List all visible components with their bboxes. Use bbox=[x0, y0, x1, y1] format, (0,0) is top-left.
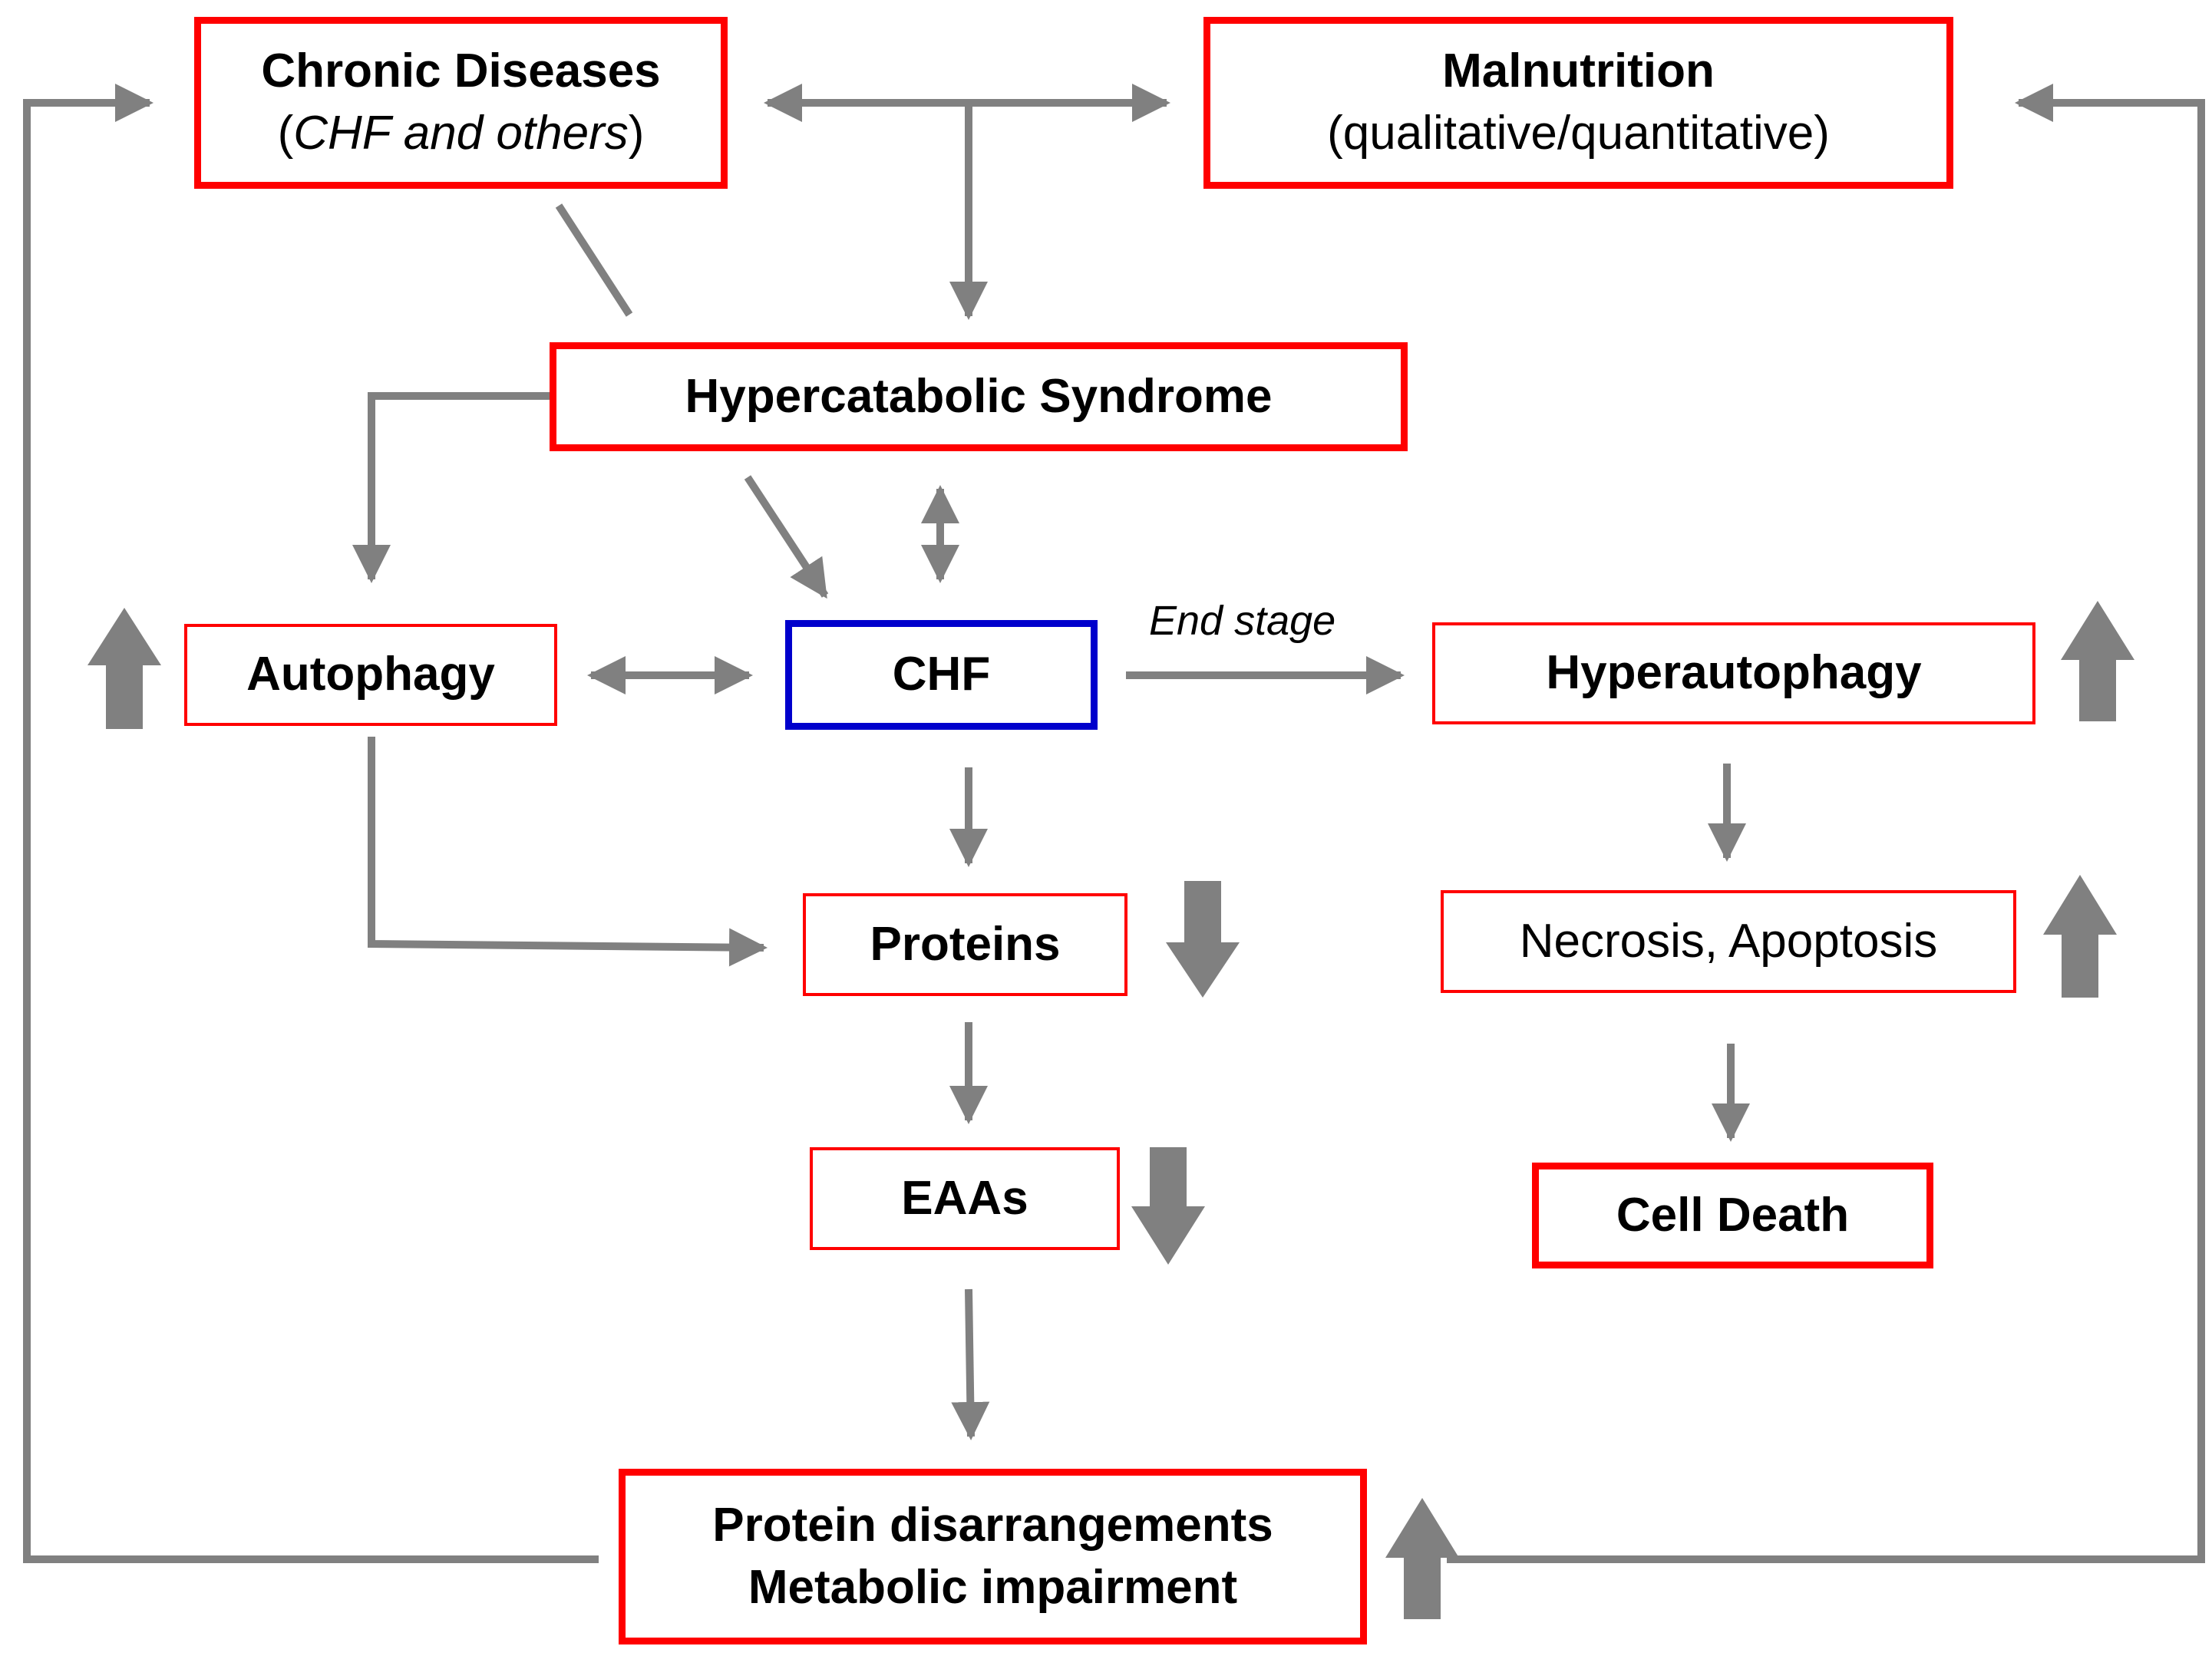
node-hyperautophagy: Hyperautophagy bbox=[1432, 622, 2035, 724]
node-hypercatabolic-syndrome: Hypercatabolic Syndrome bbox=[550, 342, 1408, 451]
cell-death-label: Cell Death bbox=[1616, 1188, 1850, 1242]
hyperautophagy-label: Hyperautophagy bbox=[1546, 646, 1922, 700]
arrow-autophagy-proteins bbox=[368, 737, 768, 967]
necrosis-up-trend-icon bbox=[2043, 875, 2117, 998]
proteins-down-trend-icon bbox=[1166, 881, 1240, 998]
line-chronic-hypercatabolic bbox=[555, 203, 633, 317]
chronic-diseases-title: Chronic Diseases bbox=[261, 45, 661, 98]
hypercatabolic-label: Hypercatabolic Syndrome bbox=[685, 369, 1273, 423]
protein-disarr-up-trend-icon bbox=[1385, 1498, 1459, 1619]
chronic-diseases-subtitle: (CHF and others) bbox=[277, 107, 645, 160]
chf-label: CHF bbox=[892, 648, 991, 701]
node-proteins: Proteins bbox=[803, 893, 1127, 996]
malnutrition-subtitle: (qualitative/quantitative) bbox=[1327, 107, 1830, 160]
eaas-label: EAAs bbox=[901, 1171, 1028, 1225]
proteins-label: Proteins bbox=[870, 917, 1061, 971]
node-malnutrition: Malnutrition (qualitative/quantitative) bbox=[1203, 17, 1953, 189]
node-necrosis-apoptosis: Necrosis, Apoptosis bbox=[1441, 890, 2016, 993]
node-eaas: EAAs bbox=[810, 1147, 1120, 1250]
node-chronic-diseases: Chronic Diseases (CHF and others) bbox=[194, 17, 728, 189]
autophagy-up-trend-icon bbox=[87, 608, 161, 729]
node-autophagy: Autophagy bbox=[184, 624, 557, 726]
malnutrition-title: Malnutrition bbox=[1442, 45, 1715, 98]
eaas-down-trend-icon bbox=[1131, 1147, 1205, 1265]
protein-disarr-line1: Protein disarrangements bbox=[712, 1498, 1273, 1552]
arrow-hypercatabolic-chf-diagonal bbox=[744, 475, 829, 599]
autophagy-label: Autophagy bbox=[246, 648, 495, 701]
hyperautophagy-up-trend-icon bbox=[2061, 601, 2134, 721]
arrow-eaas-protein-disarr bbox=[951, 1288, 990, 1440]
arrow-hypercatabolic-autophagy bbox=[352, 392, 550, 583]
node-chf: CHF bbox=[785, 620, 1098, 730]
necrosis-label: Necrosis, Apoptosis bbox=[1519, 914, 1938, 968]
edge-label-end-stage: End stage bbox=[1149, 598, 1336, 644]
chronic-diseases-subtitle-italic: CHF and others bbox=[293, 107, 629, 160]
protein-disarr-line2: Metabolic impairment bbox=[748, 1560, 1238, 1614]
arrow-feedback-right bbox=[1447, 84, 2205, 1563]
arrow-feedback-left bbox=[23, 84, 599, 1563]
node-cell-death: Cell Death bbox=[1532, 1163, 1933, 1268]
node-protein-disarrangements: Protein disarrangements Metabolic impair… bbox=[619, 1469, 1367, 1644]
